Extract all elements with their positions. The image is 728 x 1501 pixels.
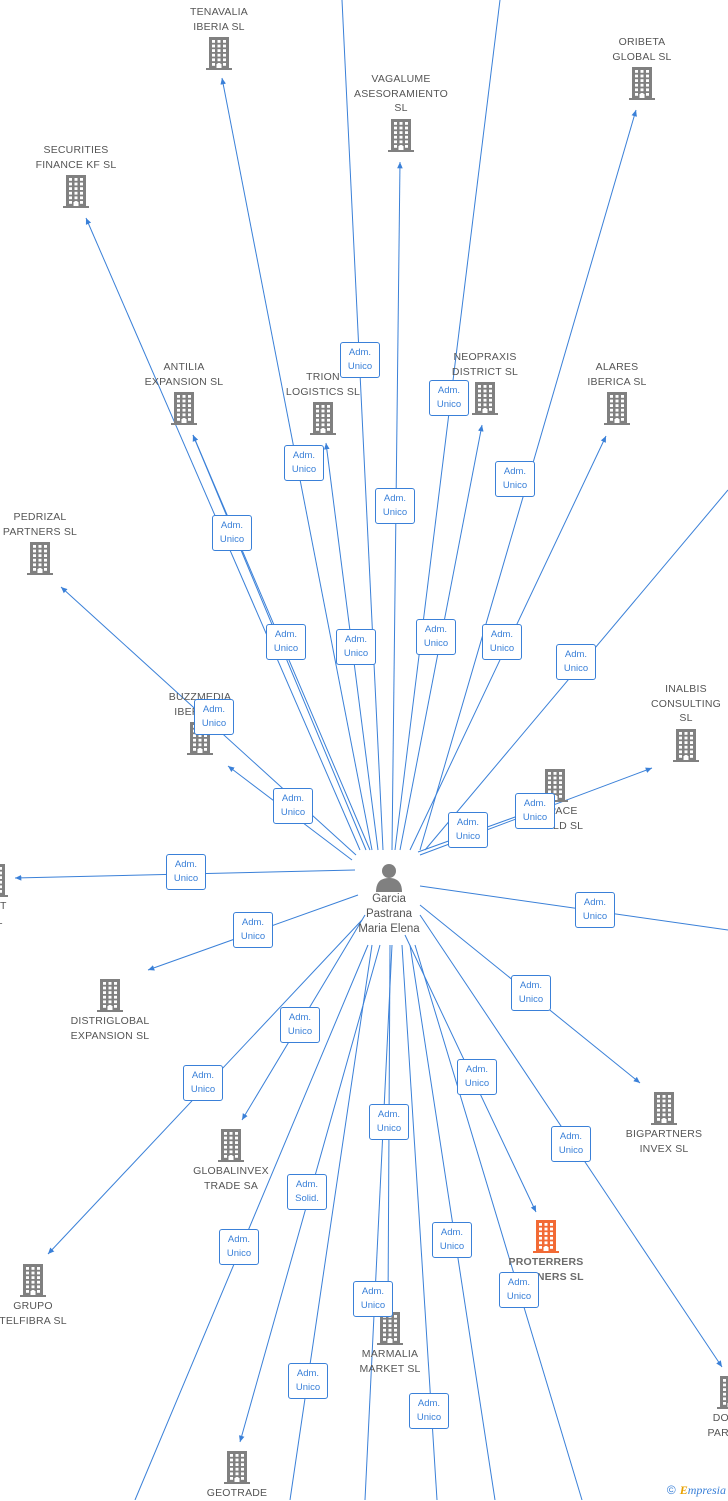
- footer-brand[interactable]: © Empresia: [667, 1483, 726, 1498]
- role-badge[interactable]: Adm. Unico: [432, 1222, 472, 1258]
- role-badge[interactable]: Adm. Unico: [551, 1126, 591, 1162]
- role-badge[interactable]: Adm. Solid.: [287, 1174, 327, 1210]
- edge-line: [420, 886, 728, 930]
- company-node[interactable]: GRUPO TELFIBRA SL: [0, 1263, 98, 1328]
- building-icon: [0, 863, 9, 897]
- company-name: ...ET ...L: [0, 899, 60, 928]
- company-node[interactable]: ...ET ...L: [0, 863, 60, 928]
- role-badge[interactable]: Adm. Unico: [219, 1229, 259, 1265]
- role-badge[interactable]: Adm. Unico: [556, 644, 596, 680]
- role-badge[interactable]: Adm. Unico: [340, 342, 380, 378]
- company-node[interactable]: TRION LOGISTICS SL: [258, 370, 388, 435]
- role-badge[interactable]: Adm. Unico: [429, 380, 469, 416]
- role-badge[interactable]: Adm. Unico: [369, 1104, 409, 1140]
- brand-logo-initial: E: [680, 1483, 688, 1497]
- company-node[interactable]: GEOTRADE: [172, 1450, 302, 1501]
- building-icon: [716, 1375, 728, 1409]
- company-node[interactable]: DISTRIGLOBAL EXPANSION SL: [45, 978, 175, 1043]
- role-badge[interactable]: Adm. Unico: [499, 1272, 539, 1308]
- role-badge[interactable]: Adm. Unico: [511, 975, 551, 1011]
- company-name: ...SPACE WORLD SL: [490, 804, 620, 833]
- building-icon: [223, 1450, 251, 1484]
- role-badge[interactable]: Adm. Unico: [457, 1059, 497, 1095]
- building-icon: [205, 36, 233, 70]
- building-icon: [672, 728, 700, 762]
- company-name: BIGPARTNERS INVEX SL: [599, 1127, 728, 1156]
- company-name: ANTILIA EXPANSION SL: [119, 360, 249, 389]
- role-badge[interactable]: Adm. Unico: [495, 461, 535, 497]
- role-badge[interactable]: Adm. Unico: [284, 445, 324, 481]
- role-badge[interactable]: Adm. Unico: [273, 788, 313, 824]
- person-icon: [374, 862, 404, 892]
- building-icon: [603, 391, 631, 425]
- company-node[interactable]: ORIBETA GLOBAL SL: [577, 35, 707, 100]
- company-name: GLOBALINVEX TRADE SA: [166, 1164, 296, 1193]
- company-name: PEDRIZAL PARTNERS SL: [0, 510, 105, 539]
- company-node[interactable]: BIGPARTNERS INVEX SL: [599, 1091, 728, 1156]
- edge-line: [365, 945, 392, 1500]
- building-icon: [217, 1128, 245, 1162]
- role-badge[interactable]: Adm. Unico: [183, 1065, 223, 1101]
- building-icon: [26, 541, 54, 575]
- role-badge[interactable]: Adm. Unico: [266, 624, 306, 660]
- company-name: NEOPRAXIS DISTRICT SL: [420, 350, 550, 379]
- building-icon: [96, 978, 124, 1012]
- role-badge[interactable]: Adm. Unico: [336, 629, 376, 665]
- company-name: ORIBETA GLOBAL SL: [577, 35, 707, 64]
- role-badge[interactable]: Adm. Unico: [448, 812, 488, 848]
- person-name: Garcia Pastrana Maria Elena: [334, 892, 444, 937]
- person-node[interactable]: Garcia Pastrana Maria Elena: [334, 862, 444, 937]
- company-node[interactable]: MARMALIA MARKET SL: [325, 1311, 455, 1376]
- role-badge[interactable]: Adm. Unico: [233, 912, 273, 948]
- building-icon: [19, 1263, 47, 1297]
- building-icon: [387, 118, 415, 152]
- company-name: DISTRIGLOBAL EXPANSION SL: [45, 1014, 175, 1043]
- company-name: ALARES IBERICA SL: [552, 360, 682, 389]
- building-icon: [628, 66, 656, 100]
- brand-name: mpresia: [688, 1483, 726, 1497]
- role-badge[interactable]: Adm. Unico: [288, 1363, 328, 1399]
- role-badge[interactable]: Adm. Unico: [375, 488, 415, 524]
- role-badge[interactable]: Adm. Unico: [194, 699, 234, 735]
- company-node[interactable]: INALBIS CONSULTING SL: [621, 682, 728, 762]
- company-node[interactable]: ANTILIA EXPANSION SL: [119, 360, 249, 425]
- company-node[interactable]: VAGALUME ASESORAMIENTO SL: [336, 72, 466, 152]
- building-icon: [62, 174, 90, 208]
- company-name: MARMALIA MARKET SL: [325, 1347, 455, 1376]
- building-icon: [471, 381, 499, 415]
- company-name: SECURITIES FINANCE KF SL: [11, 143, 141, 172]
- role-badge[interactable]: Adm. Unico: [416, 619, 456, 655]
- role-badge[interactable]: Adm. Unico: [212, 515, 252, 551]
- company-name: GRUPO TELFIBRA SL: [0, 1299, 98, 1328]
- role-badge[interactable]: Adm. Unico: [482, 624, 522, 660]
- company-name: DOM... PARTN...: [665, 1411, 728, 1440]
- role-badge[interactable]: Adm. Unico: [353, 1281, 393, 1317]
- role-badge[interactable]: Adm. Unico: [515, 793, 555, 829]
- company-name: GEOTRADE: [172, 1486, 302, 1501]
- role-badge[interactable]: Adm. Unico: [166, 854, 206, 890]
- building-icon: [650, 1091, 678, 1125]
- company-node[interactable]: ALARES IBERICA SL: [552, 360, 682, 425]
- company-name: TENAVALIA IBERIA SL: [154, 5, 284, 34]
- company-node[interactable]: GLOBALINVEX TRADE SA: [166, 1128, 296, 1193]
- role-badge[interactable]: Adm. Unico: [280, 1007, 320, 1043]
- building-icon: [532, 1219, 560, 1253]
- company-name: INALBIS CONSULTING SL: [621, 682, 728, 726]
- company-name: VAGALUME ASESORAMIENTO SL: [336, 72, 466, 116]
- role-badge[interactable]: Adm. Unico: [575, 892, 615, 928]
- company-node[interactable]: TENAVALIA IBERIA SL: [154, 5, 284, 70]
- company-node[interactable]: SECURITIES FINANCE KF SL: [11, 143, 141, 208]
- company-node[interactable]: ...SPACE WORLD SL: [490, 768, 620, 833]
- company-node[interactable]: DOM... PARTN...: [665, 1375, 728, 1440]
- role-badge[interactable]: Adm. Unico: [409, 1393, 449, 1429]
- building-icon: [309, 401, 337, 435]
- building-icon: [170, 391, 198, 425]
- copyright-symbol: ©: [667, 1483, 676, 1497]
- company-node[interactable]: PEDRIZAL PARTNERS SL: [0, 510, 105, 575]
- edges: [15, 78, 722, 1442]
